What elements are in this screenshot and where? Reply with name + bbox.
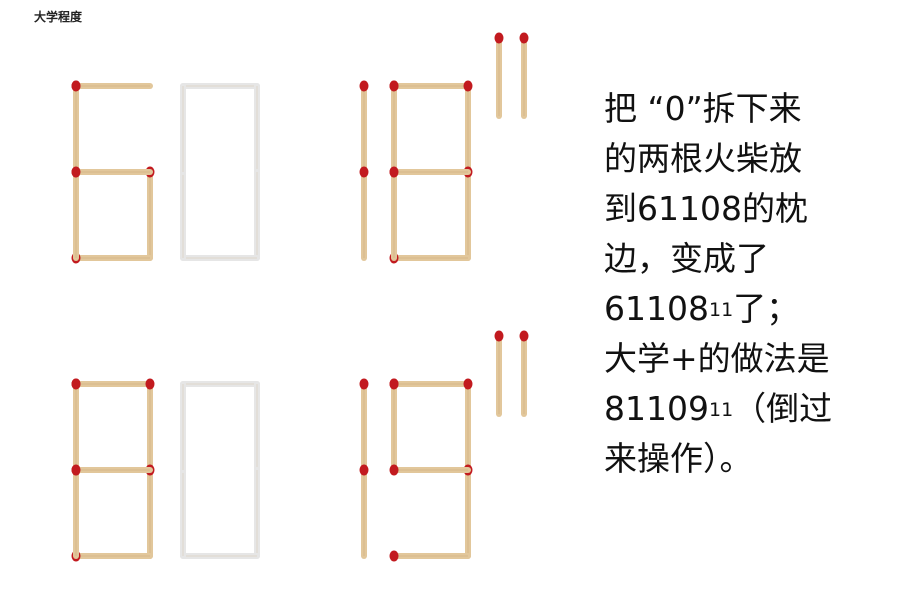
matchstick-seg-d-digit-1 <box>71 252 153 264</box>
matchstick-seg-b-digit-4 <box>463 80 473 175</box>
spare-matchstick-1 <box>494 330 504 417</box>
matchstick-seg-d-digit-4 <box>389 550 471 562</box>
caption-line-5-sup: 11 <box>708 299 734 321</box>
matchstick-seg-a-digit-1 <box>71 80 153 92</box>
caption-line-7-tail: （倒过 <box>733 389 833 428</box>
matchstick-seg-c-digit-1 <box>145 166 155 261</box>
matchstick-seg-f-digit-4 <box>389 80 399 175</box>
caption-line-7-sup: 11 <box>708 399 734 421</box>
matchstick-seg-c-digit-4 <box>463 464 473 559</box>
caption-line-8: 来操作）。 <box>604 439 753 478</box>
caption-line-7-base: 81109 <box>604 389 709 428</box>
spare-matchstick-1 <box>494 32 504 119</box>
matchstick-seg-f-digit-1 <box>71 378 81 473</box>
caption-line-5-tail: 了； <box>733 289 800 328</box>
matchstick-seg-a-digit-4 <box>389 378 471 390</box>
caption-text: 把 “0”拆下来 的两根火柴放 到61108的枕 边，变成了 6110811了；… <box>604 84 894 484</box>
matchstick-seg-g-digit-4 <box>389 166 471 178</box>
matchstick-puzzle <box>71 32 529 562</box>
matchstick-seg-e-digit-1 <box>71 464 81 559</box>
matchstick-seg-e-digit-4 <box>389 166 399 261</box>
matchstick-row-bottom <box>71 330 529 562</box>
caption-line-5: 6110811了； <box>604 284 894 334</box>
matchstick-seg-c-digit-1 <box>145 464 155 559</box>
matchstick-seg-g-digit-1 <box>71 464 153 476</box>
spare-matchstick-2 <box>519 330 529 417</box>
caption-line-6: 大学+的做法是 <box>604 339 830 378</box>
spare-matchstick-2 <box>519 32 529 119</box>
caption-line-1: 把 “0”拆下来 <box>604 89 802 128</box>
matchstick-seg-a-digit-4 <box>389 80 471 92</box>
matchstick-seg-b-digit-1 <box>145 378 155 473</box>
matchstick-seg-g-digit-4 <box>389 464 471 476</box>
matchstick-seg-b-digit-3 <box>359 80 369 175</box>
matchstick-seg-c-digit-4 <box>463 166 473 261</box>
matchstick-seg-g-digit-1 <box>71 166 153 178</box>
matchstick-seg-f-digit-4 <box>389 378 399 473</box>
matchstick-seg-a-digit-1 <box>71 378 153 390</box>
matchstick-seg-f-digit-1 <box>71 80 81 175</box>
matchstick-row-top <box>71 32 529 264</box>
matchstick-seg-d-digit-1 <box>71 550 153 562</box>
corner-label: 大学程度 <box>34 10 83 24</box>
matchstick-seg-b-digit-3 <box>359 378 369 473</box>
caption-line-7: 8110911（倒过 <box>604 384 894 434</box>
caption-line-4: 边，变成了 <box>604 239 769 278</box>
matchstick-seg-b-digit-4 <box>463 378 473 473</box>
caption-line-3: 到61108的枕 <box>604 189 808 228</box>
matchstick-seg-e-digit-1 <box>71 166 81 261</box>
matchstick-seg-c-digit-3 <box>359 166 369 261</box>
matchstick-seg-c-digit-3 <box>359 464 369 559</box>
caption-line-5-base: 61108 <box>604 289 709 328</box>
matchstick-seg-d-digit-4 <box>389 252 471 264</box>
caption-line-2: 的两根火柴放 <box>604 139 802 178</box>
